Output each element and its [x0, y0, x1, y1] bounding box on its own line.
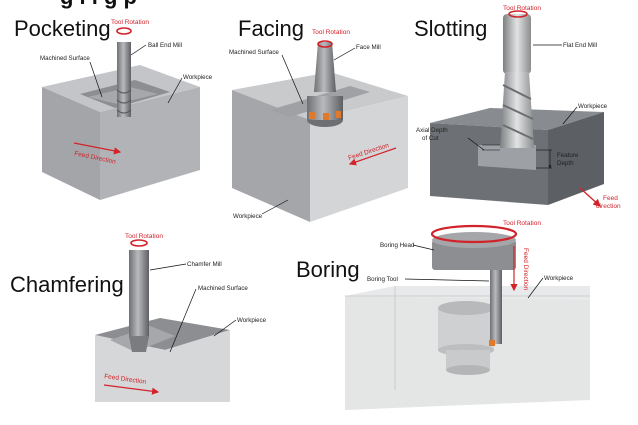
chamfering-tool-rotation-label: Tool Rotation	[125, 233, 163, 240]
facing-tool-label: Face Mill	[356, 44, 381, 51]
axial-depth-label-2: of Cut	[422, 135, 439, 142]
chamfering-tool-label: Chamfer Mill	[187, 261, 222, 268]
rotation-arrow-icon	[430, 224, 518, 244]
chamfer-mill-icon	[129, 250, 149, 338]
chamfering-workpiece-label: Workpiece	[237, 317, 267, 324]
rotation-arrow-icon	[116, 27, 132, 35]
boring-tool-icon	[490, 266, 502, 344]
pocketing-workpiece-label: Workpiece	[183, 74, 213, 81]
boring-feed-label: Feed Direction	[522, 248, 529, 291]
slotting-block-front	[548, 112, 604, 205]
boring-title: Boring	[296, 257, 360, 282]
header-title: g i i g p	[60, 0, 137, 9]
slotting-tool-rotation-label: Tool Rotation	[503, 5, 541, 12]
flat-end-mill-icon	[503, 14, 531, 74]
pocketing-panel: Pocketing Tool Rotation Ball End Mill Ma…	[14, 16, 213, 200]
facing-block-front	[310, 96, 408, 222]
facing-block-left	[232, 90, 310, 222]
slotting-panel: Slotting Tool Rotation Flat End Mill Wor…	[414, 5, 621, 210]
feature-depth-label-1: Feature	[557, 152, 579, 159]
rotation-arrow-icon	[508, 10, 528, 18]
face-mill-shank-icon	[314, 42, 336, 92]
boring-panel: Boring Tool Rotation Boring Head Boring …	[296, 220, 590, 410]
boring-head-icon	[432, 240, 516, 270]
chamfering-panel: Chamfering Tool Rotation Chamfer Mill Ma…	[10, 233, 267, 402]
boring-tool-rotation-label: Tool Rotation	[503, 220, 541, 227]
rotation-arrow-icon	[317, 40, 333, 48]
facing-tool-rotation-label: Tool Rotation	[312, 29, 350, 36]
slot-cut	[478, 145, 536, 170]
feature-depth-label-2: Depth	[557, 160, 574, 167]
pocketing-tool-rotation-label: Tool Rotation	[111, 19, 149, 26]
chamfering-surface-label: Machined Surface	[198, 285, 248, 292]
slotting-tool-label: Flat End Mill	[563, 42, 597, 49]
facing-panel: Facing Tool Rotation Face Mill Machined …	[229, 16, 408, 222]
chamfering-title: Chamfering	[10, 272, 124, 297]
pocketing-block-left	[42, 87, 100, 200]
facing-title: Facing	[238, 16, 304, 41]
boring-head-label: Boring Head	[380, 242, 415, 249]
slotting-feed-label-2: direction	[596, 203, 621, 210]
flat-end-mill-flutes-icon	[500, 72, 534, 148]
slotting-title: Slotting	[414, 16, 487, 41]
facing-workpiece-label: Workpiece	[233, 213, 263, 220]
boring-workpiece-label: Workpiece	[544, 275, 574, 282]
pocketing-tool-label: Ball End Mill	[148, 42, 182, 49]
pocketing-surface-label: Machined Surface	[40, 55, 90, 62]
facing-surface-label: Machined Surface	[229, 49, 279, 56]
axial-depth-label-1: Axial Depth	[416, 127, 448, 134]
ball-end-mill-icon	[117, 42, 131, 117]
slotting-workpiece-label: Workpiece	[578, 103, 608, 110]
flute-icon	[116, 89, 132, 114]
pocketing-title: Pocketing	[14, 16, 111, 41]
boring-tool-label: Boring Tool	[367, 276, 398, 283]
rotation-arrow-icon	[130, 239, 148, 247]
slotting-feed-label-1: Feed	[603, 195, 618, 202]
